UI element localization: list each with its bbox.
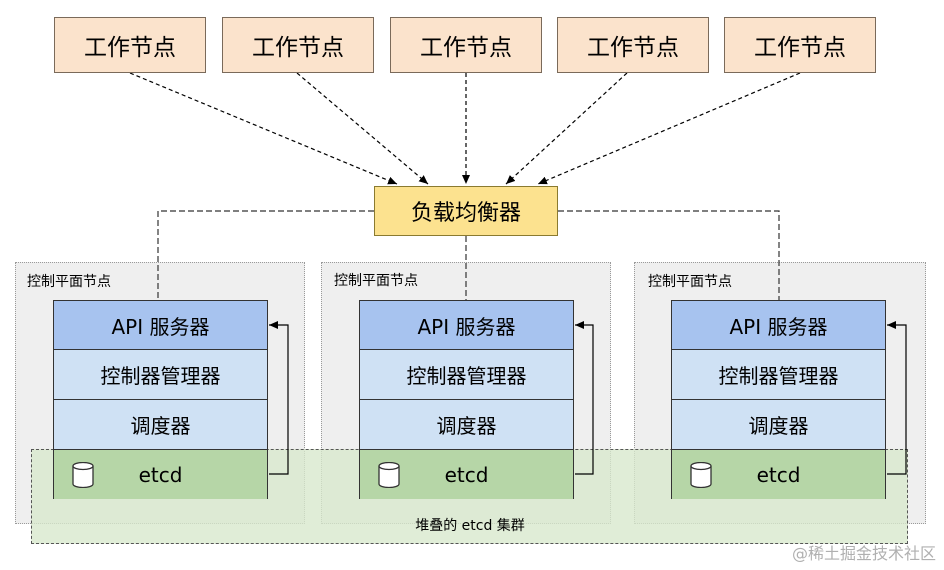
control-plane-stack-1: API 服务器 控制器管理器 调度器 etcd xyxy=(53,300,268,499)
api-etcd-link-1 xyxy=(269,321,289,475)
api-server: API 服务器 xyxy=(54,301,267,350)
etcd-label: etcd xyxy=(756,462,801,487)
scheduler: 调度器 xyxy=(360,400,573,450)
control-plane-stack-3: API 服务器 控制器管理器 调度器 etcd xyxy=(671,300,886,499)
etcd-label: etcd xyxy=(138,462,183,487)
api-server: API 服务器 xyxy=(672,301,885,350)
etcd-member: etcd xyxy=(672,450,885,499)
controller-manager-label: 控制器管理器 xyxy=(406,364,527,388)
scheduler-label: 调度器 xyxy=(130,414,191,438)
worker-1-to-lb-arrow xyxy=(129,72,398,185)
scheduler-label: 调度器 xyxy=(748,414,809,438)
api-server-label: API 服务器 xyxy=(417,314,516,339)
worker-node-5: 工作节点 xyxy=(724,17,876,73)
api-server-label: API 服务器 xyxy=(729,314,828,339)
database-icon xyxy=(378,462,400,488)
lb-to-api-1-line xyxy=(157,210,374,300)
control-plane-label-1: 控制平面节点 xyxy=(27,274,111,290)
worker-4-to-lb-arrow xyxy=(505,72,628,185)
api-server: API 服务器 xyxy=(360,301,573,350)
worker-node-2: 工作节点 xyxy=(222,17,374,73)
worker-node-1: 工作节点 xyxy=(54,17,206,73)
worker-2-to-lb-arrow xyxy=(296,72,429,185)
load-balancer: 负载均衡器 xyxy=(374,186,558,236)
control-plane-stack-2: API 服务器 控制器管理器 调度器 etcd xyxy=(359,300,574,499)
etcd-label: etcd xyxy=(444,462,489,487)
lb-to-api-3-line xyxy=(558,210,780,300)
worker-node-label: 工作节点 xyxy=(420,35,512,61)
controller-manager-label: 控制器管理器 xyxy=(718,364,839,388)
etcd-member: etcd xyxy=(54,450,267,499)
worker-node-label: 工作节点 xyxy=(84,35,176,61)
scheduler: 调度器 xyxy=(54,400,267,450)
api-server-label: API 服务器 xyxy=(111,314,210,339)
etcd-cluster-label: 堆叠的 etcd 集群 xyxy=(415,518,525,534)
worker-node-label: 工作节点 xyxy=(252,35,344,61)
database-icon xyxy=(72,462,94,488)
watermark: @稀土掘金技术社区 xyxy=(791,544,936,563)
etcd-member: etcd xyxy=(360,450,573,499)
worker-node-label: 工作节点 xyxy=(754,35,846,61)
controller-manager: 控制器管理器 xyxy=(54,350,267,400)
worker-5-to-lb-arrow xyxy=(537,72,801,185)
load-balancer-label: 负载均衡器 xyxy=(410,201,521,226)
database-icon xyxy=(690,462,712,488)
controller-manager-label: 控制器管理器 xyxy=(100,364,221,388)
control-plane-label-2: 控制平面节点 xyxy=(334,273,418,289)
controller-manager: 控制器管理器 xyxy=(360,350,573,400)
scheduler: 调度器 xyxy=(672,400,885,450)
control-plane-label-3: 控制平面节点 xyxy=(648,274,732,290)
controller-manager: 控制器管理器 xyxy=(672,350,885,400)
worker-node-3: 工作节点 xyxy=(390,17,542,73)
api-etcd-link-3 xyxy=(887,321,907,475)
worker-node-4: 工作节点 xyxy=(557,17,709,73)
worker-node-label: 工作节点 xyxy=(587,35,679,61)
api-etcd-link-2 xyxy=(575,321,594,475)
scheduler-label: 调度器 xyxy=(436,414,497,438)
